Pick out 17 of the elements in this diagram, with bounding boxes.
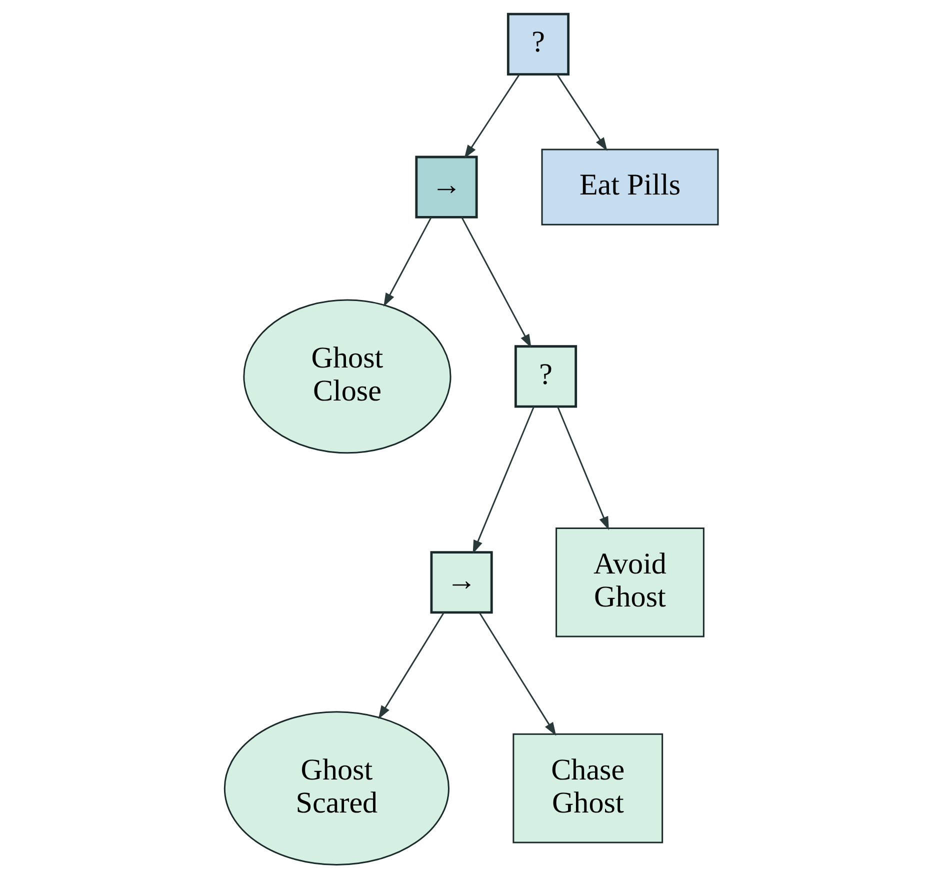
node-box: Eat Pills: [540, 148, 718, 226]
node-box: →: [414, 156, 478, 218]
node-ellipse: Ghost Scared: [223, 711, 449, 866]
arrow: [556, 406, 608, 530]
node-box: ?: [514, 345, 577, 408]
arrow: [472, 406, 534, 554]
node-box: ?: [506, 12, 570, 76]
node-box: Chase Ghost: [512, 733, 663, 844]
node-ellipse: Ghost Close: [242, 299, 451, 454]
node-box: Avoid Ghost: [555, 528, 704, 638]
arrow: [478, 612, 556, 736]
arrow: [556, 74, 607, 152]
node-box: →: [430, 551, 492, 614]
arrow: [383, 216, 432, 307]
arrow: [460, 216, 531, 348]
arrow: [378, 612, 444, 720]
arrow: [464, 74, 520, 159]
